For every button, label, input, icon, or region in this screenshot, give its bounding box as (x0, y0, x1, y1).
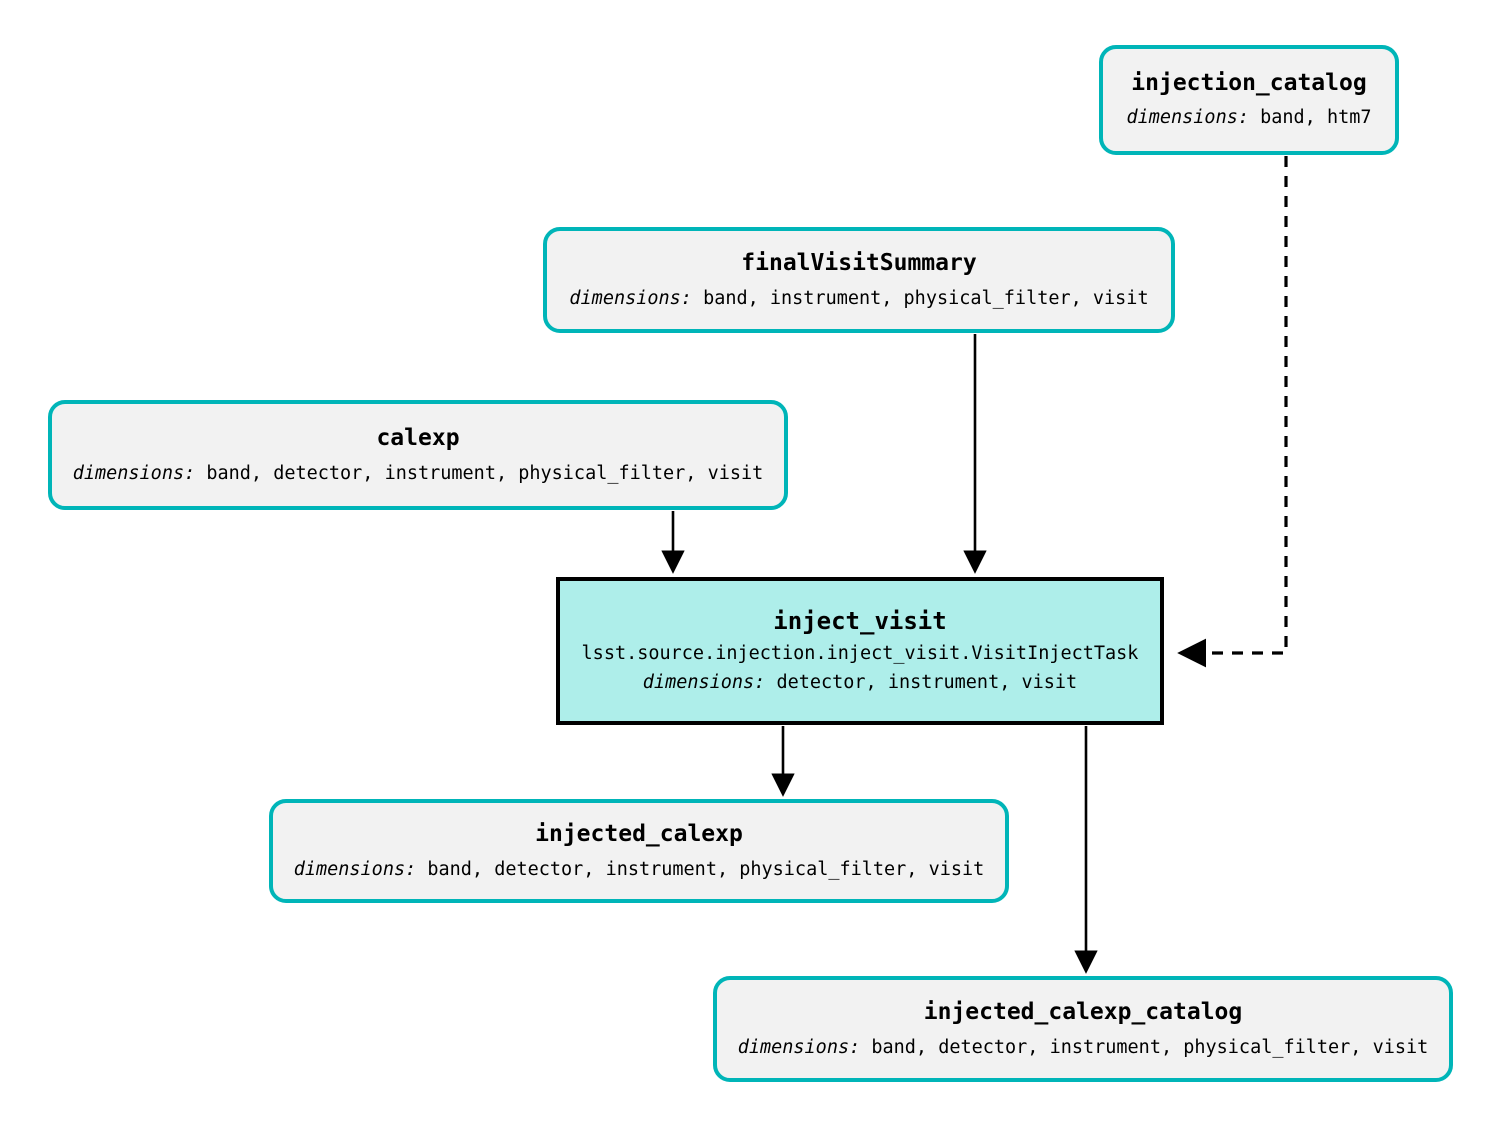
node-dimensions: dimensions: band, detector, instrument, … (72, 462, 764, 484)
node-final-visit-summary[interactable]: finalVisitSummary dimensions: band, inst… (543, 227, 1175, 333)
node-dimensions: dimensions: band, detector, instrument, … (293, 858, 985, 880)
dimensions-value: band, htm7 (1260, 107, 1372, 129)
node-class-path: lsst.source.injection.inject_visit.Visit… (581, 642, 1139, 664)
dimensions-value: band, detector, instrument, physical_fil… (427, 858, 985, 880)
node-title: injected_calexp (535, 820, 743, 847)
dimensions-value: band, detector, instrument, physical_fil… (871, 1036, 1429, 1058)
node-dimensions: dimensions: detector, instrument, visit (643, 673, 1077, 693)
dimensions-label: dimensions: (569, 287, 704, 309)
node-dimensions: dimensions: band, detector, instrument, … (737, 1036, 1429, 1058)
node-title: injected_calexp_catalog (923, 998, 1243, 1025)
node-injected-calexp[interactable]: injected_calexp dimensions: band, detect… (269, 799, 1009, 903)
dimensions-value: band, detector, instrument, physical_fil… (206, 462, 764, 484)
node-dimensions: dimensions: band, htm7 (1126, 108, 1371, 128)
node-title: inject_visit (773, 607, 947, 636)
node-title: injection_catalog (1131, 70, 1367, 97)
dimensions-value: band, instrument, physical_filter, visit (703, 287, 1149, 309)
node-injected-calexp-catalog[interactable]: injected_calexp_catalog dimensions: band… (713, 976, 1453, 1082)
edge-injection_catalog-to-inject_visit (1177, 156, 1288, 668)
dimensions-label: dimensions: (642, 672, 777, 694)
node-title: finalVisitSummary (741, 249, 977, 276)
dimensions-label: dimensions: (72, 462, 207, 484)
node-calexp[interactable]: calexp dimensions: band, detector, instr… (48, 400, 788, 510)
node-dimensions: dimensions: band, instrument, physical_f… (569, 287, 1149, 309)
dimensions-label: dimensions: (737, 1036, 872, 1058)
dimensions-label: dimensions: (293, 858, 428, 880)
node-title: calexp (376, 424, 460, 451)
dimensions-value: detector, instrument, visit (776, 672, 1078, 694)
node-injection-catalog[interactable]: injection_catalog dimensions: band, htm7 (1099, 45, 1399, 155)
dimensions-label: dimensions: (1126, 107, 1261, 129)
node-inject-visit-task[interactable]: inject_visit lsst.source.injection.injec… (556, 577, 1164, 725)
